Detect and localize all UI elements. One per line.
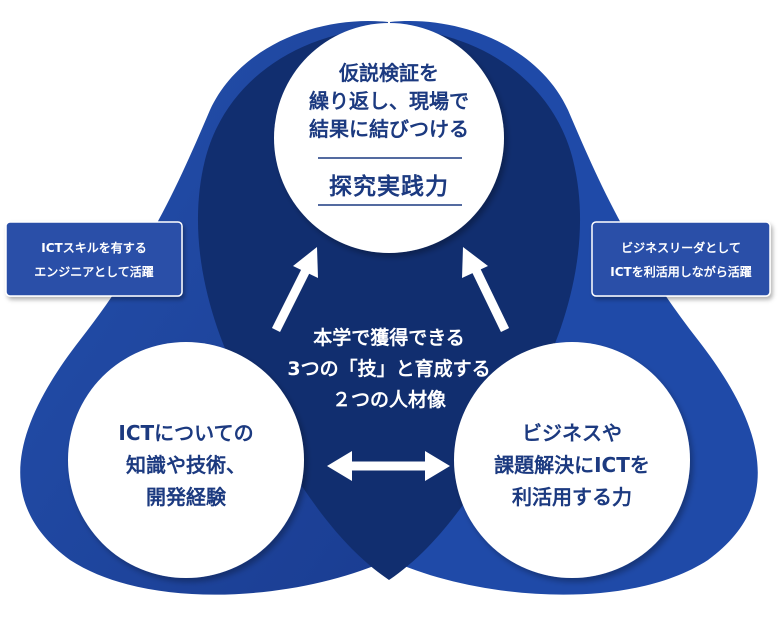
top-circle-line-1: 仮説検証を xyxy=(338,61,439,85)
right-role-line-2: ICTを利活用しながら活躍 xyxy=(610,264,751,279)
left-circle-line-3: 開発経験 xyxy=(146,485,227,509)
center-line-1: 本学で獲得できる xyxy=(313,326,465,349)
left-circle-line-2: 知識や技術、 xyxy=(126,453,246,477)
right-role-box: ビジネスリーダとして ICTを利活用しながら活躍 xyxy=(591,221,771,297)
right-circle-line-3: 利活用する力 xyxy=(512,485,632,509)
center-line-3: ２つの人材像 xyxy=(332,388,447,411)
top-circle-line-3: 結果に結びつける xyxy=(309,117,469,141)
right-circle-line-2: 課題解決にICTを xyxy=(494,453,650,477)
arrow-left-to-top xyxy=(271,247,318,333)
right-circle xyxy=(454,342,690,578)
right-role-line-1: ビジネスリーダとして xyxy=(621,240,741,255)
center-line-2: 3つの「技」と育成する xyxy=(287,357,490,380)
right-circle-line-1: ビジネスや xyxy=(522,421,622,445)
left-circle xyxy=(68,342,304,578)
top-circle xyxy=(274,23,504,253)
left-role-line-1: ICTスキルを有する xyxy=(41,240,146,255)
left-circle-line-1: ICTについての xyxy=(118,421,253,445)
top-circle-line-2: 繰り返し、現場で xyxy=(309,89,469,113)
top-circle-title: 探究実践力 xyxy=(329,173,449,200)
arrow-double-horizontal xyxy=(327,451,450,481)
left-role-line-2: エンジニアとして活躍 xyxy=(34,264,153,279)
arrow-right-to-top xyxy=(462,247,510,332)
left-role-box: ICTスキルを有する エンジニアとして活躍 xyxy=(5,221,183,297)
